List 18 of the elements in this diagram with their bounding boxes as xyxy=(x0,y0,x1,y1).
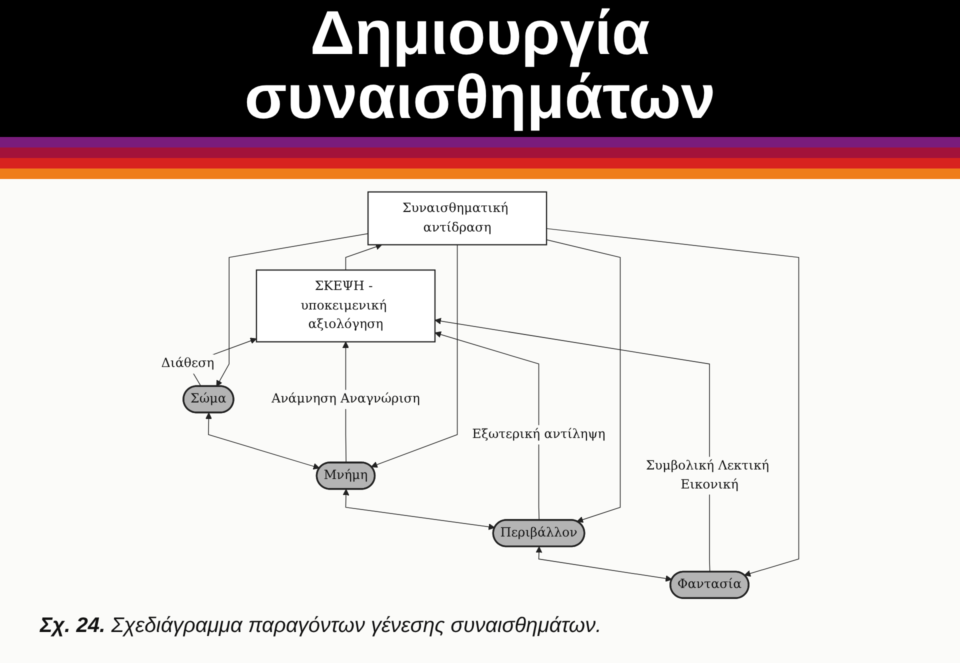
arrow xyxy=(546,239,621,523)
arrow xyxy=(342,488,495,530)
arrow xyxy=(536,546,672,582)
title: Δημιουργία συναισθημάτων xyxy=(244,2,716,130)
edge-label: Ανάμνηση Αναγνώριση xyxy=(271,391,420,406)
arrow xyxy=(345,244,382,270)
edge-label: Διάθεση xyxy=(161,356,214,371)
node-box: Συναισθηματική αντίδραση xyxy=(367,191,548,246)
node-box: ΣΚΕΨΗ - υποκειμενική αξιολόγηση xyxy=(256,269,436,342)
arrow xyxy=(371,244,458,468)
arrow xyxy=(546,228,800,577)
arrow xyxy=(434,331,540,521)
arrow xyxy=(205,412,320,470)
arrow xyxy=(434,318,710,572)
arrow xyxy=(216,233,368,387)
edge-label: Εξωτερική αντίληψη xyxy=(472,426,606,442)
caption: Σχ. 24. Σχεδιάγραμμα παραγόντων γένεσης συναισθημάτων. xyxy=(40,613,602,639)
edge-label: Συμβολική Λεκτική Εικονική xyxy=(646,458,770,492)
